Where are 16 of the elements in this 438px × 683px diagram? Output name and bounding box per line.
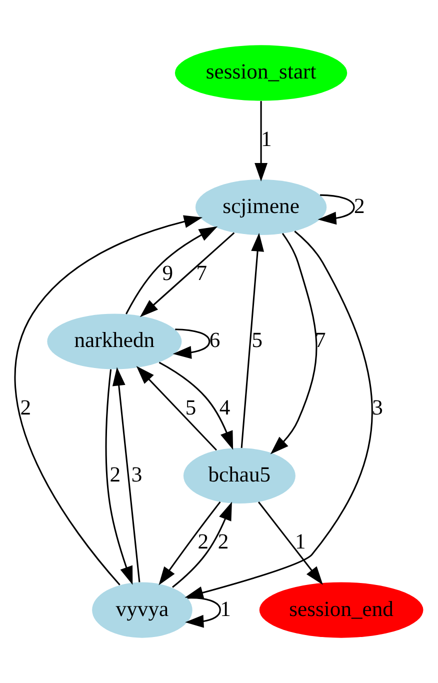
edge-label: 9: [162, 261, 174, 286]
edge-label: 3: [372, 395, 383, 420]
edge-label: 2: [110, 462, 121, 486]
edge-label: 1: [220, 596, 231, 621]
edge-label: 6: [209, 328, 220, 352]
edge-label: 2: [218, 530, 229, 554]
edge-label: 5: [252, 328, 263, 352]
edge-label: 5: [185, 395, 196, 420]
edge-label: 7: [196, 261, 208, 286]
edge-label: 2: [354, 194, 365, 218]
edge-label: 2: [198, 530, 209, 554]
edge-label: 1: [261, 126, 272, 151]
edge-label: 3: [131, 462, 142, 486]
edge-label: 2: [20, 395, 32, 420]
edge-label: 4: [219, 395, 230, 420]
edge-label: 1: [295, 530, 306, 554]
